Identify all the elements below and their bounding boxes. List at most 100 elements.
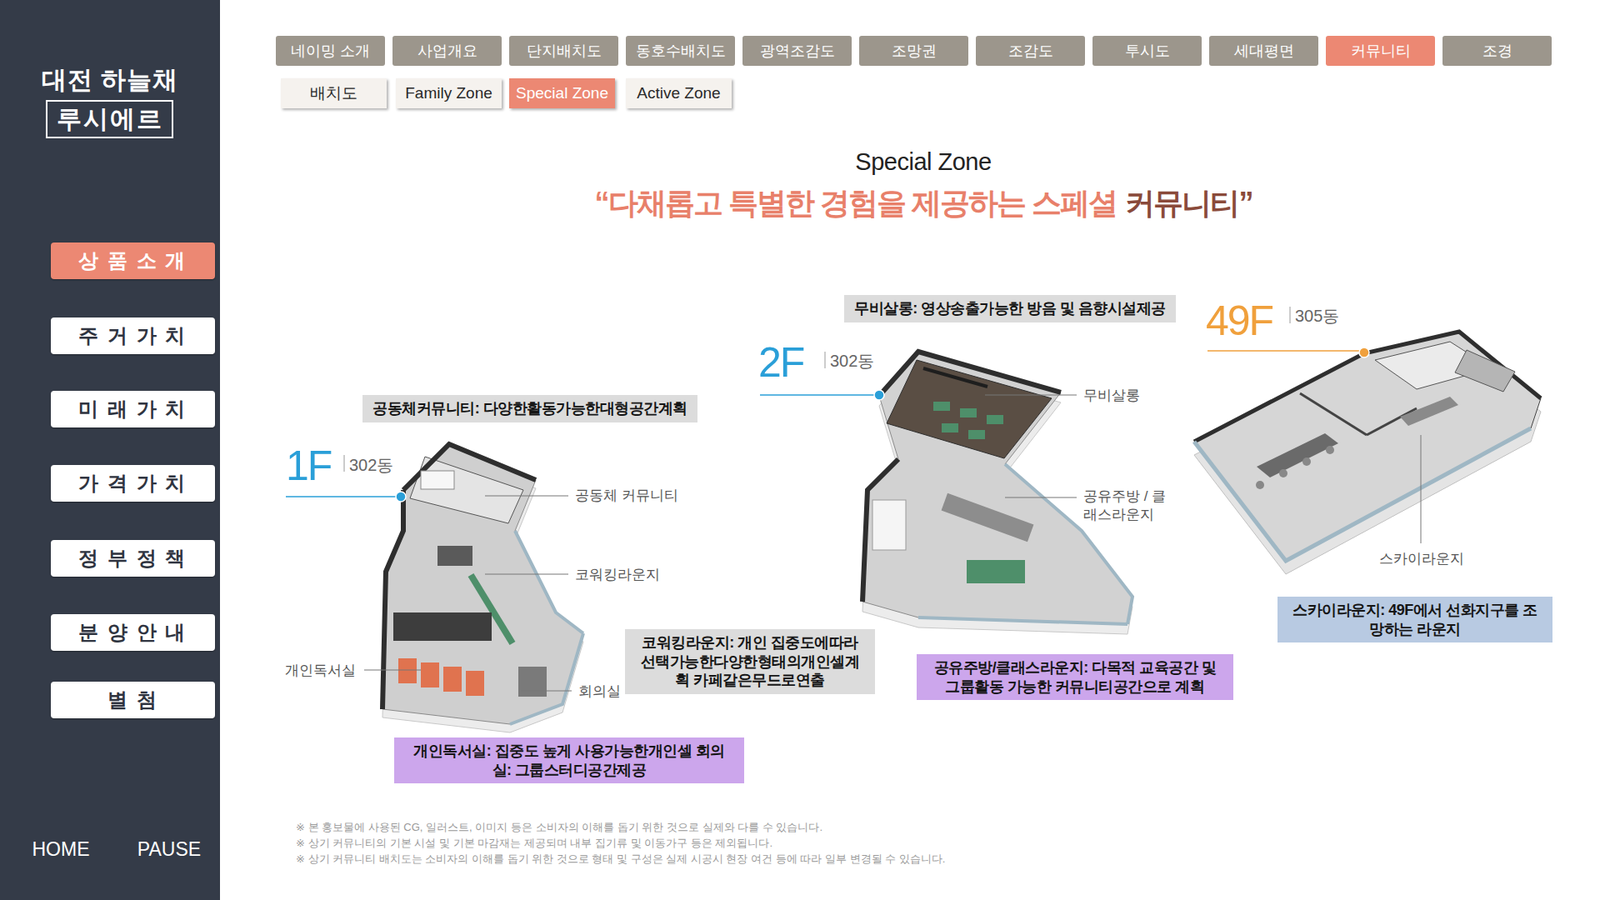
seat xyxy=(933,401,950,411)
counter xyxy=(437,545,473,566)
room-label: 코워킹라운지 xyxy=(575,565,660,585)
floor xyxy=(1194,331,1541,561)
leader-line xyxy=(520,690,572,692)
button-label: 조경 xyxy=(1482,40,1513,61)
slogan-text: “다채롭고 특별한 경험을 제공하는 스페셜 xyxy=(595,183,1117,225)
tab-button: 광역조감도 xyxy=(742,35,852,66)
footnote: ※ 상기 커뮤니티의 기본 시설 및 기본 마감재는 제공되며 내부 집기류 및… xyxy=(295,836,773,851)
button-label: 주 거 가 치 xyxy=(78,322,187,350)
counter xyxy=(1400,396,1459,426)
callout-box: 스카이라운지: 49F에서 선화지구를 조망하는 라운지 xyxy=(1277,596,1553,643)
button-label: 조감도 xyxy=(1008,40,1054,61)
wall xyxy=(1194,331,1541,442)
button-label: 세대평면 xyxy=(1234,40,1295,61)
tab-button: 조경 xyxy=(1442,35,1552,66)
button-label: Active Zone xyxy=(636,84,720,103)
menu-button: 분 양 안 내 xyxy=(50,614,215,651)
indicator-line xyxy=(285,495,401,498)
indicator-dot xyxy=(1359,347,1370,358)
glass-rail xyxy=(918,617,1128,625)
subtab-button: 배치도 xyxy=(280,78,387,109)
button-label: 분 양 안 내 xyxy=(78,619,187,646)
building-number: 302동 xyxy=(349,454,394,476)
indicator-line xyxy=(1207,350,1365,352)
divider xyxy=(825,351,826,369)
chair xyxy=(1302,457,1311,466)
desk xyxy=(443,666,462,692)
button-label: 사업개요 xyxy=(417,40,478,61)
callout-box: 코워킹라운지: 개인 집중도에따라 선택가능한다양한형태의개인셀계획 카페같은무… xyxy=(625,629,875,695)
slogan-line: “다채롭고 특별한 경험을 제공하는 스페셜커뮤니티” xyxy=(250,183,1597,225)
chair xyxy=(1279,469,1288,478)
floor-plan-49f xyxy=(1194,331,1541,575)
leader-line xyxy=(1005,497,1077,499)
leader-line xyxy=(485,495,569,497)
menu-button: 가 격 가 치 xyxy=(50,465,215,502)
button-label: 커뮤니티 xyxy=(1350,40,1411,61)
callout-text: 무비살롱: 영상송출가능한 방음 및 음향시설제공 xyxy=(854,299,1166,319)
floor-number: 1F xyxy=(285,445,331,487)
seat xyxy=(960,408,977,418)
button-label: 루시에르 xyxy=(56,102,164,137)
tab-button: 세대평면 xyxy=(1209,35,1319,66)
menu-button: 정 부 정 책 xyxy=(50,540,215,577)
room-label: 공동체 커뮤니티 xyxy=(575,486,679,505)
tab-button: 조망권 xyxy=(859,35,969,66)
subtab-button: Family Zone xyxy=(395,78,502,109)
button-label: 배치도 xyxy=(310,82,358,105)
table xyxy=(420,470,455,490)
nav-link: HOME xyxy=(16,838,105,861)
kitchen-counter xyxy=(966,560,1025,584)
chair xyxy=(1325,445,1335,455)
table xyxy=(1256,433,1339,478)
desk xyxy=(420,662,440,688)
footnote: ※ 본 홍보물에 사용된 CG, 일러스트, 이미지 등은 소비자의 이해를 돕… xyxy=(295,820,823,835)
subtab-button: Active Zone xyxy=(625,78,732,109)
button-label: 투시도 xyxy=(1125,40,1170,61)
button-label: 동호수배치도 xyxy=(635,40,726,61)
sidebar-panel: 대전 하늘채HOMEPAUSE루시에르상 품 소 개주 거 가 치미 래 가 치… xyxy=(0,0,220,900)
brand-box: 루시에르 xyxy=(45,100,174,139)
callout-text: 스카이라운지: 49F에서 선화지구를 조망하는 라운지 xyxy=(1287,600,1543,639)
floor xyxy=(382,444,584,725)
tab-button: 단지배치도 xyxy=(509,35,619,66)
button-label: 가 격 가 치 xyxy=(78,470,187,497)
wall xyxy=(403,444,536,490)
tab-button: 동호수배치도 xyxy=(625,35,735,66)
wall-block xyxy=(872,500,906,550)
indicator-line xyxy=(760,394,880,396)
leader-line xyxy=(485,574,569,575)
core xyxy=(1455,350,1515,392)
wall xyxy=(879,351,1061,396)
callout-text: 개인독서실: 집중도 높게 사용가능한개인셀 회의실: 그룹스터디공간제공 xyxy=(404,741,735,780)
button-label: 별 첨 xyxy=(107,686,159,714)
tab-button: 네이밍 소개 xyxy=(275,35,385,66)
menu-button: 주 거 가 치 xyxy=(50,317,215,355)
indicator-dot xyxy=(874,390,885,400)
menu-button: 별 첨 xyxy=(50,681,215,719)
divider xyxy=(1290,306,1291,324)
leader-line xyxy=(364,670,421,671)
button-label: 네이밍 소개 xyxy=(290,40,370,61)
callout-box: 개인독서실: 집중도 높게 사용가능한개인셀 회의실: 그룹스터디공간제공 xyxy=(394,737,745,784)
seat xyxy=(968,430,985,440)
tab-button: 투시도 xyxy=(1092,35,1202,66)
glass-rail xyxy=(1005,464,1133,625)
button-label: 정 부 정 책 xyxy=(78,545,187,572)
floor-number: 49F xyxy=(1205,300,1273,342)
heading: Special Zone xyxy=(250,148,1597,176)
callout-box: 공유주방/클래스라운지: 다목적 교육공간 및 그룹활동 가능한 커뮤니티공간으… xyxy=(916,654,1234,700)
indicator-dot xyxy=(395,491,406,502)
meeting-table xyxy=(518,666,547,697)
seat xyxy=(986,415,1004,425)
chair xyxy=(1255,480,1265,490)
building-number: 305동 xyxy=(1295,305,1340,327)
callout-text: 공동체커뮤니티: 다양한활동가능한대형공간계획 xyxy=(372,399,688,419)
button-label: 조망권 xyxy=(891,40,937,61)
desk xyxy=(465,670,485,696)
button-label: Special Zone xyxy=(515,84,609,103)
building-number: 302동 xyxy=(830,350,875,372)
subtab-button: Special Zone xyxy=(509,78,615,109)
tab-button: 조감도 xyxy=(975,35,1085,66)
